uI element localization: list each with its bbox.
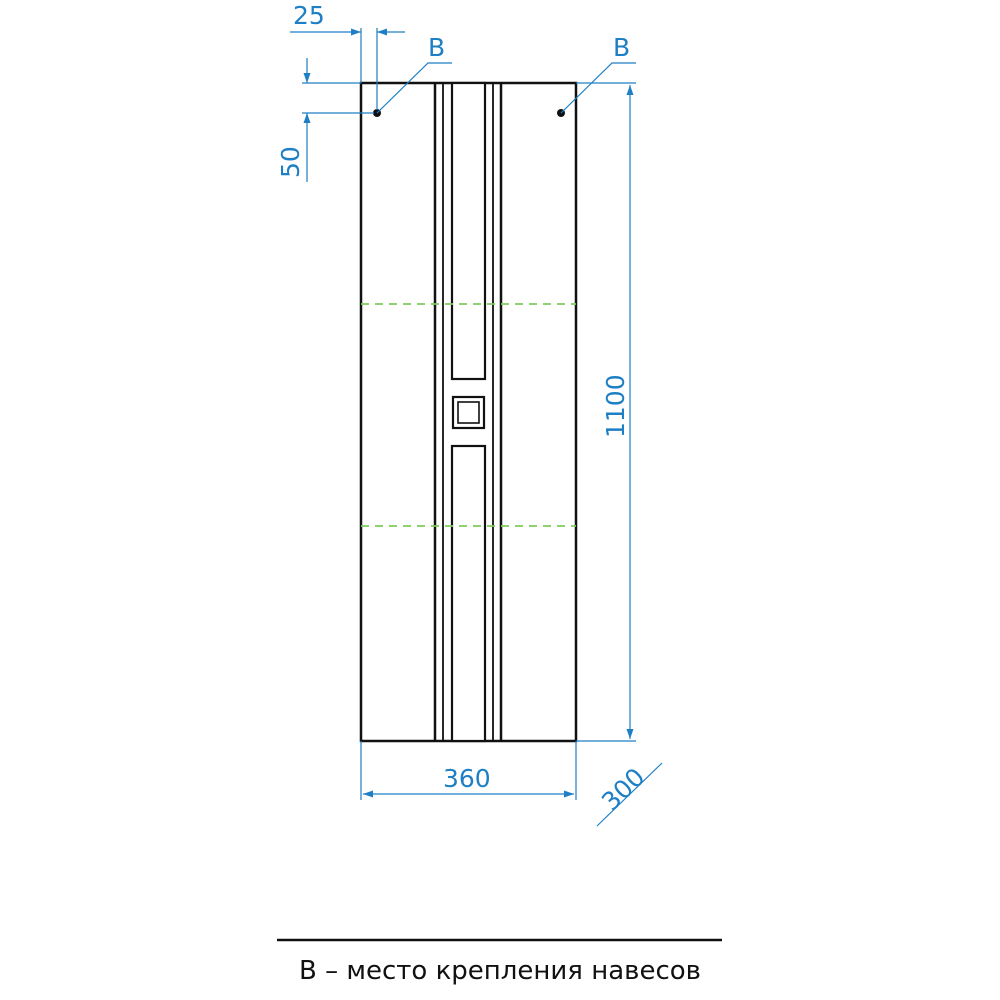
handle-inner (457, 401, 480, 424)
cabinet-body (359, 81, 578, 743)
dimension-depth-value: 300 (596, 762, 650, 816)
dimension-offset-y: 50 (276, 58, 374, 182)
dimension-height: 1100 (576, 82, 636, 742)
mount-label-right: В (613, 33, 630, 62)
shelves (361, 303, 576, 527)
dimension-offset-x-value: 25 (293, 1, 325, 30)
leader-left (376, 62, 452, 114)
legend-text: В – место крепления навесов (299, 956, 701, 986)
dimension-width: 360 (360, 741, 577, 800)
mount-points: В В (373, 33, 636, 117)
mount-label-left: В (428, 33, 445, 62)
dimension-offset-y-value: 50 (276, 146, 305, 178)
dimension-height-value: 1100 (601, 374, 630, 438)
leader-right (560, 62, 636, 114)
dimension-width-value: 360 (443, 764, 491, 793)
upper-slot (450, 81, 487, 381)
dimension-line (596, 762, 663, 827)
dimension-depth: 300 (596, 762, 663, 827)
dimension-offset-x: 25 (290, 1, 405, 110)
lower-slot (450, 444, 487, 743)
